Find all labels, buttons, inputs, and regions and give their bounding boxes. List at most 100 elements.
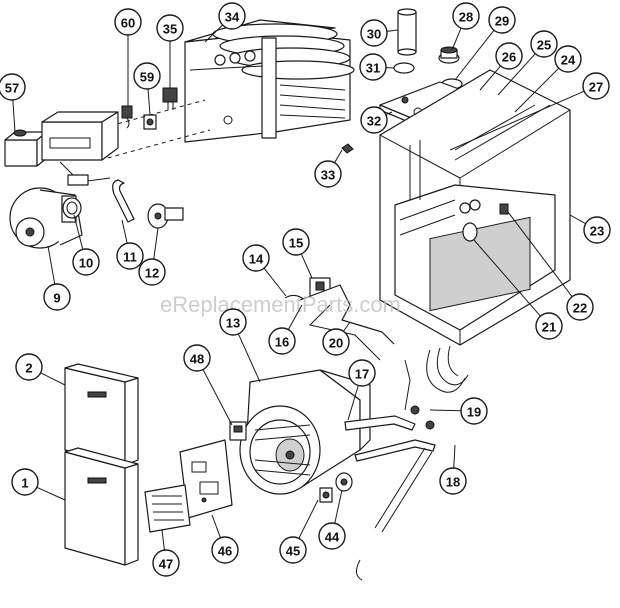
callout-number: 46 <box>218 544 232 559</box>
callout-33: 33 <box>314 149 343 188</box>
callout-number: 9 <box>53 291 60 306</box>
callout-60: 60 <box>114 8 142 36</box>
control-board <box>179 439 233 519</box>
callout-1: 1 <box>11 468 66 501</box>
callout-number: 11 <box>123 250 137 265</box>
callout-circle <box>460 397 488 425</box>
gas-valve <box>4 111 119 186</box>
callout-number: 22 <box>573 301 587 316</box>
callout-number: 13 <box>226 316 240 331</box>
leader-line <box>514 67 560 113</box>
callout-number: 27 <box>589 80 603 95</box>
callout-circle <box>268 327 296 355</box>
vent-gasket <box>393 62 415 74</box>
callout-number: 23 <box>590 224 604 239</box>
leader-line <box>347 385 359 421</box>
callout-circle <box>218 2 246 30</box>
upper-door <box>64 363 139 466</box>
callout-number: 34 <box>225 10 240 25</box>
callout-circle <box>488 6 516 34</box>
callout-10: 10 <box>72 214 100 276</box>
callout-32: 32 <box>360 106 393 134</box>
leader-line <box>334 149 343 164</box>
plug <box>499 203 509 215</box>
inducer-blower <box>9 187 83 249</box>
callout-number: 31 <box>366 61 380 76</box>
callout-number: 60 <box>121 16 135 31</box>
leader-line <box>343 321 351 332</box>
callout-circle <box>11 468 39 496</box>
callout-59: 59 <box>133 62 161 90</box>
callout-number: 15 <box>289 236 303 251</box>
callout-number: 18 <box>446 475 460 490</box>
leader-line <box>287 304 303 330</box>
callout-11: 11 <box>116 219 144 270</box>
leader-line <box>429 409 462 412</box>
callout-circle <box>183 344 211 372</box>
callout-circle <box>0 73 26 101</box>
leader-line <box>451 27 462 51</box>
callout-57: 57 <box>0 73 26 133</box>
callout-number: 20 <box>329 336 343 351</box>
callout-46: 46 <box>211 514 239 564</box>
callout-19: 19 <box>429 397 488 425</box>
callout-number: 10 <box>79 256 93 271</box>
leader-line <box>73 214 84 250</box>
callout-circle <box>348 359 376 387</box>
callout-17: 17 <box>347 359 376 421</box>
callout-circle <box>282 228 310 256</box>
pressure-switch <box>147 203 184 229</box>
callout-circle <box>219 308 247 336</box>
callout-number: 48 <box>190 352 204 367</box>
capacitor <box>229 421 247 441</box>
callout-circle <box>322 328 350 356</box>
callout-13: 13 <box>219 308 261 383</box>
callout-23: 23 <box>569 214 611 244</box>
heat-exchanger-assembly <box>184 19 355 143</box>
callout-34: 34 <box>204 2 246 43</box>
callout-45: 45 <box>279 499 319 564</box>
ring-grommet <box>462 222 478 242</box>
leader-line <box>161 529 165 551</box>
leader-line <box>300 253 313 279</box>
callout-circle <box>242 244 270 272</box>
callout-number: 17 <box>355 367 369 382</box>
hot-surface-igniter <box>162 40 178 110</box>
callout-27: 27 <box>449 72 610 151</box>
callout-number: 19 <box>467 405 481 420</box>
callout-number: 28 <box>459 10 473 25</box>
callout-circle <box>530 30 558 58</box>
callout-number: 33 <box>321 168 335 183</box>
callout-number: 12 <box>145 266 159 281</box>
callout-number: 16 <box>275 335 289 350</box>
callout-12: 12 <box>138 227 166 286</box>
callout-26: 26 <box>479 42 523 91</box>
callout-circle <box>583 216 611 244</box>
leader-line <box>507 211 573 297</box>
callout-31: 31 <box>359 53 395 81</box>
pressure-tube <box>112 179 135 223</box>
leader-line <box>12 99 16 133</box>
callout-number: 57 <box>5 81 19 96</box>
terminal-block <box>144 484 191 533</box>
callout-circle <box>211 536 239 564</box>
callout-44: 44 <box>318 489 346 550</box>
callout-9: 9 <box>43 245 71 311</box>
callout-2: 2 <box>15 353 66 386</box>
callout-number: 59 <box>140 70 154 85</box>
screw <box>341 143 354 154</box>
callout-number: 45 <box>286 544 300 559</box>
callout-circle <box>566 293 594 321</box>
callout-24: 24 <box>514 45 582 113</box>
leader-line <box>479 65 501 91</box>
callout-22: 22 <box>507 211 594 321</box>
leader-line <box>386 29 399 32</box>
callout-18: 18 <box>439 444 467 495</box>
leader-line <box>449 90 585 151</box>
callout-25: 25 <box>497 30 558 96</box>
callout-30: 30 <box>360 19 399 47</box>
leader-line <box>211 514 221 538</box>
leader-line <box>334 489 343 524</box>
